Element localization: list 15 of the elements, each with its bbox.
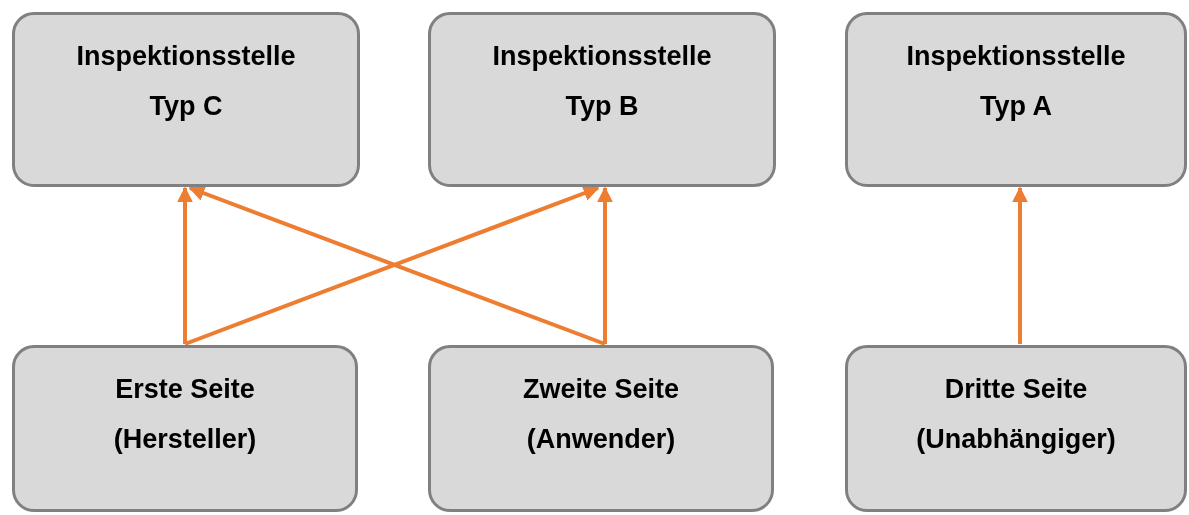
box-label: Inspektionsstelle Typ C bbox=[75, 40, 297, 123]
box-label: Erste Seite (Hersteller) bbox=[112, 373, 258, 456]
box-label: Zweite Seite (Anwender) bbox=[521, 373, 681, 456]
arrow bbox=[177, 186, 193, 344]
process-box bbox=[12, 345, 358, 512]
process-box bbox=[428, 345, 774, 512]
arrow bbox=[597, 186, 613, 344]
arrow bbox=[1012, 186, 1028, 344]
process-box bbox=[845, 12, 1187, 187]
process-box bbox=[428, 12, 776, 187]
box-label: Inspektionsstelle Typ B bbox=[491, 40, 713, 123]
box-label: Dritte Seite (Unabhängiger) bbox=[915, 373, 1117, 456]
box-label: Inspektionsstelle Typ A bbox=[905, 40, 1127, 123]
process-box bbox=[845, 345, 1187, 512]
process-box bbox=[12, 12, 360, 187]
